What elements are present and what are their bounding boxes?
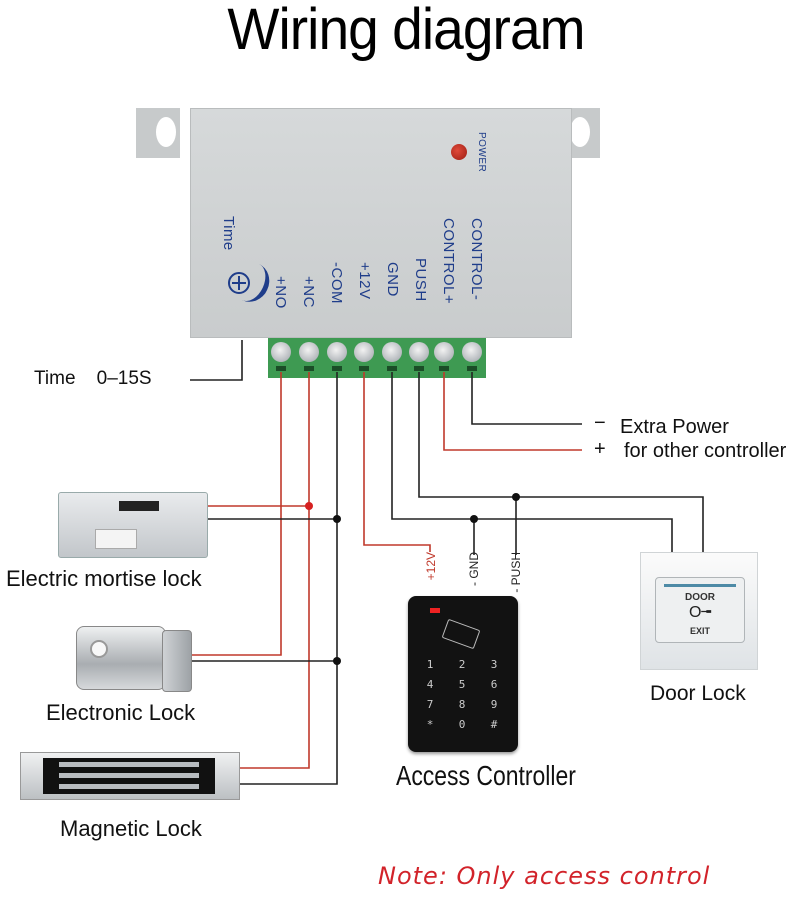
screw-terminal-no[interactable]: [271, 342, 291, 362]
exit-button-door-text: DOOR: [685, 592, 715, 603]
junction-push: [512, 493, 520, 501]
wire-gnd: [391, 372, 673, 552]
status-led-icon: [430, 608, 440, 613]
key-5[interactable]: 5: [458, 678, 466, 691]
terminal-block: [268, 338, 486, 378]
card-reader-icon: [441, 618, 481, 650]
key-icon: O╼: [688, 604, 712, 621]
screw-terminal-nc[interactable]: [299, 342, 319, 362]
terminal-label-push: PUSH: [412, 258, 429, 302]
key-hash[interactable]: #: [490, 718, 498, 731]
key-0[interactable]: 0: [458, 718, 466, 731]
exit-button-exit-text: EXIT: [689, 626, 710, 636]
terminal-label-gnd: GND: [384, 262, 401, 297]
extra-power-minus: −: [594, 412, 606, 434]
time-label: Time: [220, 216, 237, 251]
ac-pin-12v: +12V: [424, 552, 438, 581]
extra-power-plus: +: [594, 438, 606, 460]
screw-terminal-control-minus[interactable]: [462, 342, 482, 362]
ac-pin-gnd: - GND: [467, 552, 481, 586]
key-star[interactable]: *: [426, 718, 434, 731]
terminal-label-12v: +12V: [356, 262, 373, 300]
electronic-lock-image: [64, 626, 192, 692]
controller-box: [190, 108, 572, 338]
diagram-title: Wiring diagram: [227, 0, 585, 62]
mounting-tab-left: [136, 108, 180, 158]
door-exit-button: DOOR O╼ EXIT: [640, 552, 758, 670]
screw-terminal-com[interactable]: [327, 342, 347, 362]
key-1[interactable]: 1: [426, 658, 434, 671]
key-7[interactable]: 7: [426, 698, 434, 711]
junction-nc: [305, 502, 313, 510]
access-controller-keypad: 1 2 3 4 5 6 7 8 9 * 0 #: [408, 596, 518, 752]
electric-mortise-lock-image: [58, 492, 208, 558]
screw-terminal-gnd[interactable]: [382, 342, 402, 362]
terminal-label-nc: +NC: [300, 276, 317, 308]
wire-12v: [363, 372, 431, 552]
screw-terminal-push[interactable]: [409, 342, 429, 362]
screw-terminal-control-plus[interactable]: [434, 342, 454, 362]
access-controller-label: Access Controller: [396, 760, 576, 791]
terminal-label-com: -COM: [328, 262, 345, 304]
wire-control-plus: [443, 372, 582, 451]
extra-power-line2: for other controller: [624, 440, 787, 462]
junction-com-1: [333, 515, 341, 523]
ac-pin-push: - PUSH: [509, 552, 523, 593]
terminal-label-control-plus: CONTROL+: [440, 218, 457, 305]
door-lock-label: Door Lock: [650, 682, 746, 705]
terminal-label-control-minus: CONTROL-: [468, 218, 485, 301]
key-9[interactable]: 9: [490, 698, 498, 711]
magnetic-lock-label: Magnetic Lock: [60, 816, 202, 841]
extra-power-line1: Extra Power: [620, 416, 729, 438]
wire-com: [238, 372, 338, 785]
junction-com-2: [333, 657, 341, 665]
key-6[interactable]: 6: [490, 678, 498, 691]
wire-no: [190, 372, 282, 656]
key-3[interactable]: 3: [490, 658, 498, 671]
key-2[interactable]: 2: [458, 658, 466, 671]
power-label: POWER: [476, 132, 487, 173]
wire-push: [418, 372, 704, 552]
time-potentiometer-icon[interactable]: [228, 272, 250, 294]
key-8[interactable]: 8: [458, 698, 466, 711]
power-led-icon: [451, 144, 467, 160]
terminal-label-no: +NO: [272, 276, 289, 309]
electronic-lock-label: Electronic Lock: [46, 700, 196, 725]
mortise-lock-label: Electric mortise lock: [6, 566, 202, 591]
wire-nc: [238, 372, 310, 769]
wire-control-minus: [471, 372, 582, 425]
magnetic-lock-image: [20, 752, 240, 800]
time-range-label: Time 0–15S: [34, 368, 152, 389]
time-callout-line: [190, 340, 243, 381]
junction-gnd: [470, 515, 478, 523]
screw-terminal-12v[interactable]: [354, 342, 374, 362]
note-text: Note: Only access control: [378, 862, 711, 890]
key-4[interactable]: 4: [426, 678, 434, 691]
